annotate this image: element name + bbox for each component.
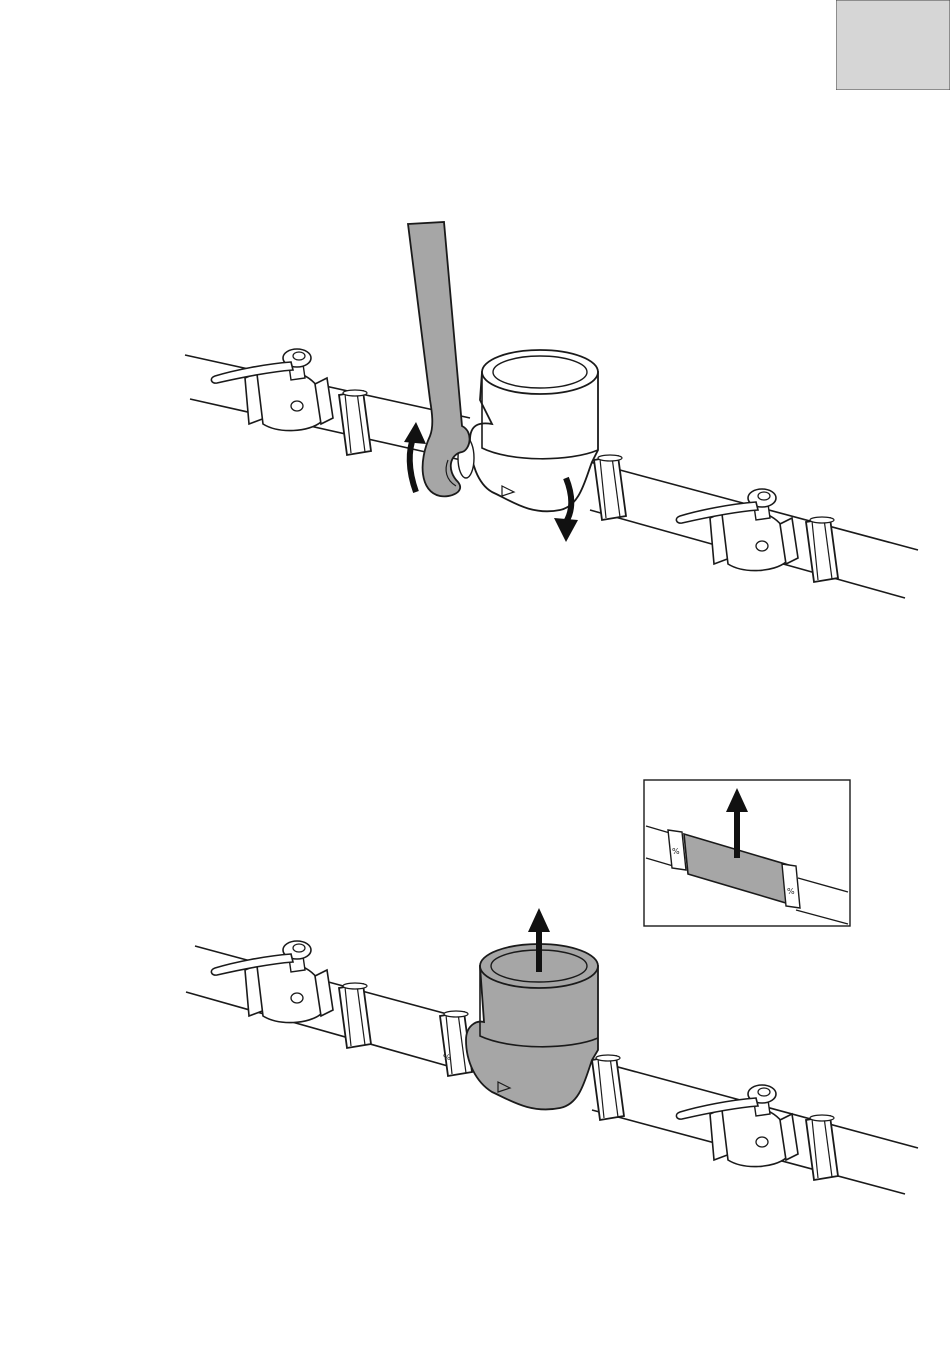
seal-mark-icon: % — [672, 847, 680, 856]
seal-mark-icon: % — [443, 1053, 451, 1062]
union-nut-meter-right — [592, 1055, 624, 1120]
figure-wrench-loosening — [0, 200, 950, 620]
union-nut-left — [339, 390, 371, 455]
inset-spacer-removal: % % — [644, 780, 850, 926]
ball-valve-right — [676, 1085, 798, 1167]
figure-2-drawing: % % — [0, 770, 950, 1220]
union-nut-meter-right — [594, 455, 626, 520]
seal-mark-icon: % — [787, 887, 795, 896]
ball-valve-left — [211, 349, 333, 431]
figure-1-drawing — [0, 200, 950, 620]
ball-valve-left — [211, 941, 333, 1023]
corner-tab — [836, 0, 950, 90]
water-meter — [458, 350, 598, 511]
water-meter-lifted — [466, 944, 598, 1109]
figure-meter-removal: % % — [0, 770, 950, 1220]
